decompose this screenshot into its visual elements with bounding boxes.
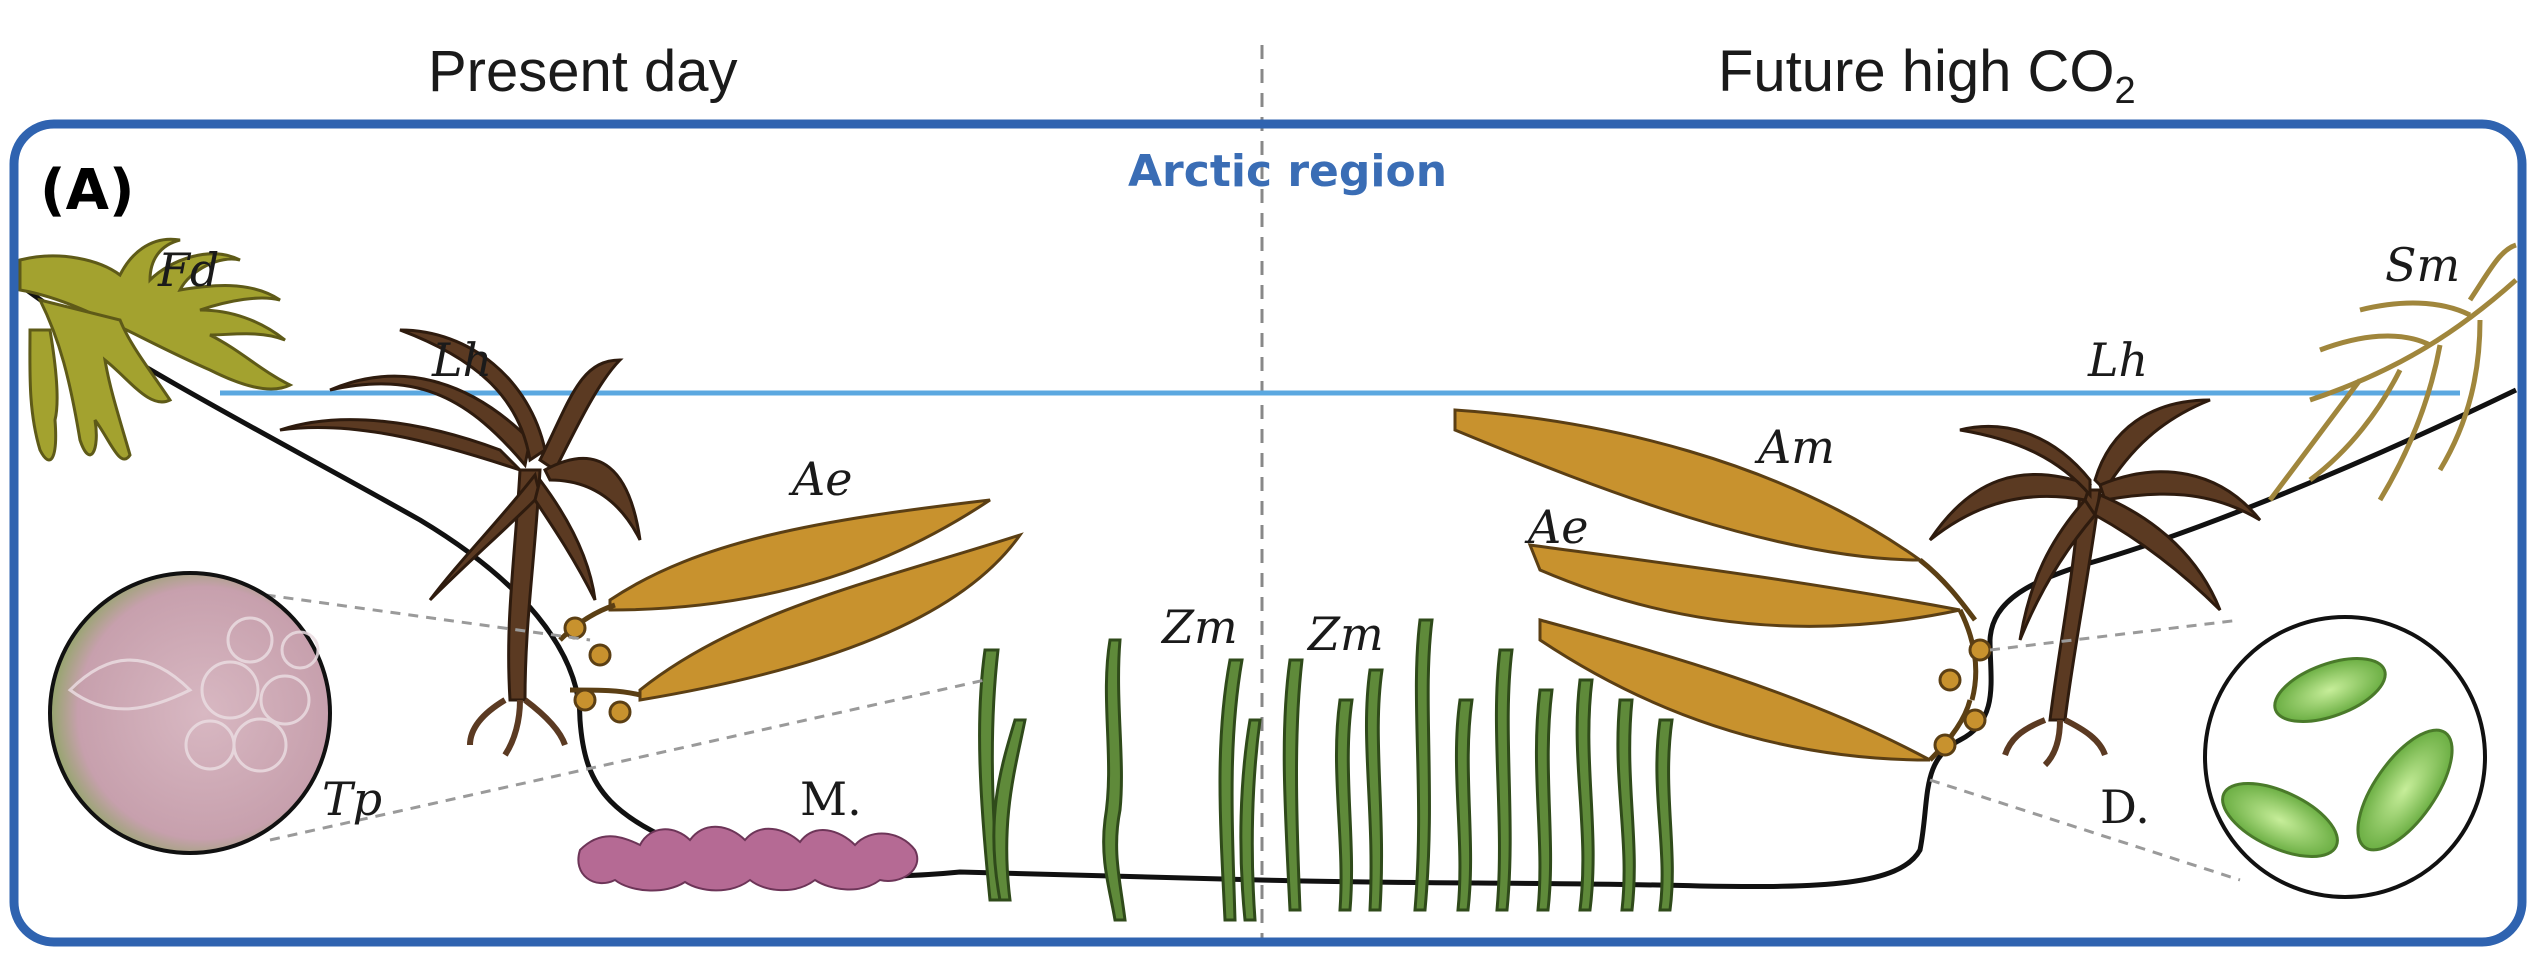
alaria-left bbox=[558, 498, 1024, 724]
seagrass-left bbox=[978, 638, 1262, 922]
future-title-subscript: 2 bbox=[2114, 70, 2136, 112]
saccharina-right bbox=[2267, 242, 2518, 502]
future-co2-title: Future high CO2 bbox=[1718, 38, 2136, 113]
label-zm-left: Zm bbox=[1162, 600, 1238, 654]
label-fd: Fd bbox=[158, 243, 220, 297]
label-lh-left: Lh bbox=[432, 333, 493, 387]
alaria-right bbox=[1527, 543, 1992, 762]
fucus-seaweed bbox=[18, 237, 294, 462]
laminaria-left bbox=[279, 328, 642, 757]
label-ae-right: Ae bbox=[1528, 500, 1589, 554]
present-day-title: Present day bbox=[428, 39, 738, 104]
label-sm: Sm bbox=[2385, 238, 2461, 292]
label-lh-right: Lh bbox=[2088, 333, 2149, 387]
agarum-right bbox=[1453, 408, 1977, 622]
region-title: Arctic region bbox=[1128, 146, 1448, 197]
label-tp: Tp bbox=[322, 772, 383, 826]
diatom-inset bbox=[2203, 615, 2487, 899]
tp-inset bbox=[48, 571, 332, 855]
coralline-algae bbox=[577, 825, 919, 892]
seagrass-right bbox=[1282, 618, 1674, 912]
panel-frame bbox=[9, 119, 2527, 947]
label-m: M. bbox=[800, 772, 862, 826]
label-zm-right: Zm bbox=[1308, 607, 1384, 661]
label-ae-left: Ae bbox=[792, 452, 853, 506]
future-title-main: Future high CO bbox=[1718, 39, 2115, 104]
panel-label: (A) bbox=[40, 158, 135, 223]
laminaria-right bbox=[1928, 398, 2262, 768]
label-d: D. bbox=[2100, 780, 2150, 834]
label-am: Am bbox=[1758, 420, 1835, 474]
inset-connectors bbox=[229, 588, 2241, 882]
